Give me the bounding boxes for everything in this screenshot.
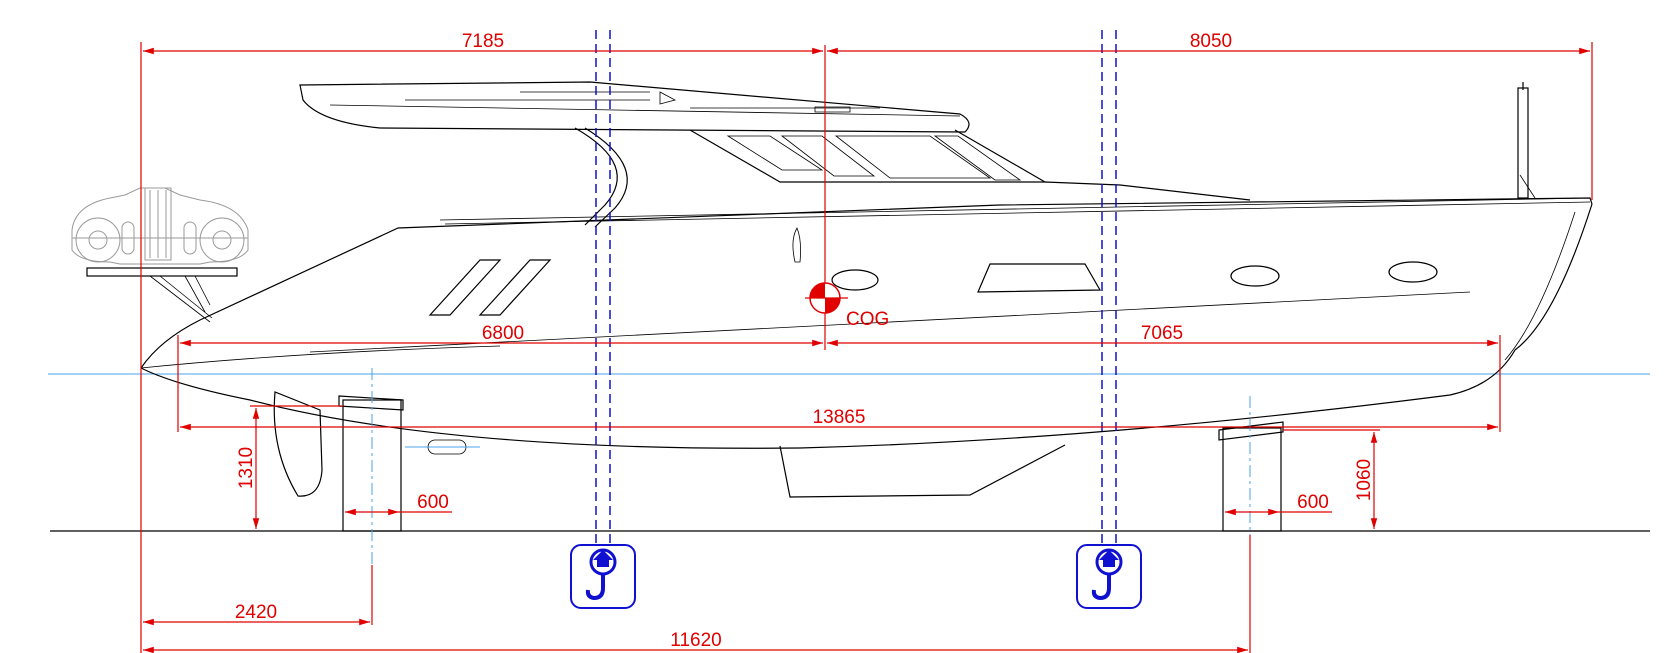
svg-text:600: 600	[417, 492, 449, 513]
svg-text:7065: 7065	[1141, 323, 1183, 344]
hull-windows	[428, 259, 1438, 316]
svg-text:13865: 13865	[813, 407, 866, 428]
tender-icon	[71, 187, 249, 265]
dimension-13865: 13865	[180, 407, 1498, 431]
dimension-1310: 1310	[236, 405, 343, 529]
cog-label: COG	[846, 309, 889, 330]
svg-text:1060: 1060	[1354, 459, 1375, 501]
keel	[779, 444, 1066, 498]
svg-text:8050: 8050	[1190, 31, 1232, 52]
svg-text:600: 600	[1297, 492, 1329, 513]
dimension-11620: 11620	[143, 630, 1248, 653]
crane-hook-icon	[1076, 544, 1142, 609]
dimension-1060: 1060	[1283, 429, 1380, 529]
svg-text:7185: 7185	[462, 31, 504, 52]
rear-support	[1218, 421, 1284, 532]
dimension-8050: 8050	[827, 31, 1590, 55]
rear-lifting-straps	[1101, 30, 1117, 545]
superstructure	[299, 81, 1591, 263]
swim-platform	[86, 267, 238, 323]
dimension-600-rear: 600	[1225, 492, 1332, 516]
dimension-6800: 6800	[180, 323, 823, 347]
svg-text:2420: 2420	[235, 602, 277, 623]
center-of-gravity-icon	[805, 45, 848, 350]
front-support	[338, 395, 404, 532]
svg-text:6800: 6800	[482, 323, 524, 344]
dimension-600-front: 600	[345, 492, 452, 516]
crane-hook-icon	[570, 544, 636, 609]
dimension-7185: 7185	[143, 31, 823, 55]
dimension-7065: 7065	[827, 323, 1498, 347]
front-lifting-straps	[595, 30, 611, 545]
svg-text:1310: 1310	[236, 447, 257, 489]
propeller	[405, 439, 480, 455]
dimension-2420: 2420	[143, 602, 370, 626]
svg-text:11620: 11620	[670, 630, 721, 651]
